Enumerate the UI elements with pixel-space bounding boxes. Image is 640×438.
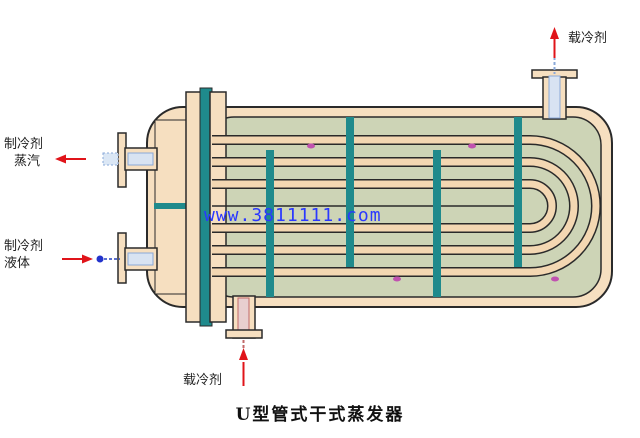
arrow-up-icon xyxy=(239,348,248,386)
droplet xyxy=(468,143,476,149)
baffle xyxy=(433,150,441,297)
arrow-up-icon xyxy=(550,27,559,58)
coolant-outlet-label: 载冷剂 xyxy=(568,31,608,46)
arrow-right-icon xyxy=(62,254,93,264)
coolant-inlet-label: 载冷剂 xyxy=(183,373,223,388)
vapor-outlet-nozzle xyxy=(102,132,158,188)
droplet xyxy=(551,276,559,282)
liquid-inlet-nozzle xyxy=(96,232,158,284)
arrow-left-icon xyxy=(55,154,86,164)
coolant-outlet-nozzle xyxy=(531,52,578,120)
refrigerant-liquid-label: 制冷剂 液体 xyxy=(4,238,43,272)
droplet xyxy=(393,276,401,282)
refrigerant-vapor-label: 制冷剂 蒸汽 xyxy=(4,136,43,170)
baffle xyxy=(266,150,274,297)
coolant-inlet-nozzle xyxy=(225,295,263,350)
baffles xyxy=(266,117,522,297)
refrigerant-liquid-label-line1: 制冷剂 xyxy=(4,239,44,254)
watermark: www.3811111.com xyxy=(204,205,382,226)
refrigerant-vapor-label-line2: 蒸汽 xyxy=(14,154,41,169)
baffle xyxy=(346,117,354,267)
diagram-caption: U型管式干式蒸发器 xyxy=(235,405,405,425)
droplets xyxy=(307,143,559,282)
pass-partition xyxy=(154,203,202,209)
droplet xyxy=(307,143,315,149)
tube-sheet-flange-right xyxy=(209,91,227,323)
u-tube-bundle xyxy=(212,135,601,277)
baffle xyxy=(514,117,522,267)
refrigerant-liquid-label-line2: 液体 xyxy=(4,256,31,271)
refrigerant-vapor-label-line1: 制冷剂 xyxy=(4,137,44,152)
